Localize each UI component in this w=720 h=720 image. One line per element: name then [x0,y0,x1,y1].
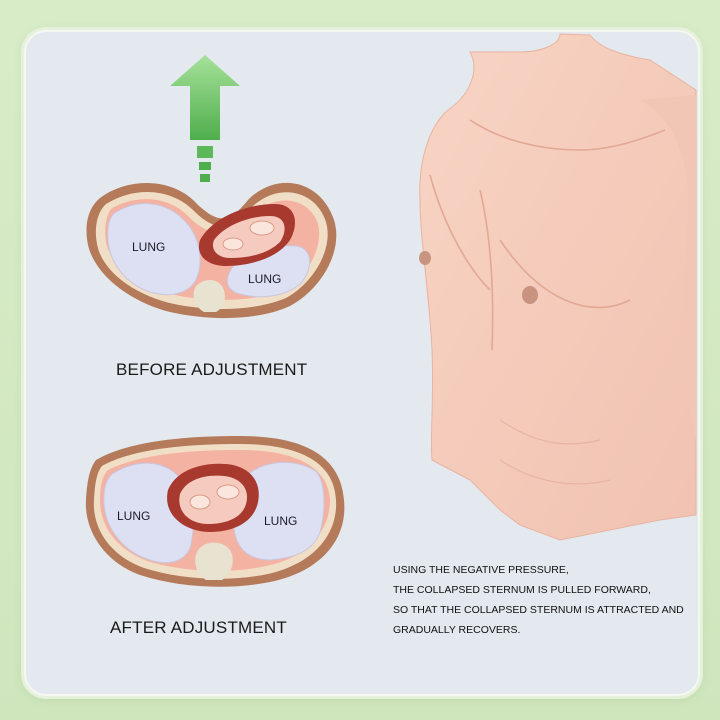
torso-contour-abdomen [499,419,611,485]
before-lung-left [107,203,201,296]
description-line-3: SO THAT THE COLLAPSED STERNUM IS ATTRACT… [393,604,684,616]
after-heart-chamber-2 [216,484,240,500]
torso-contour-sternum [479,189,494,351]
torso-shoulder-right [640,95,696,440]
after-lung-right-label: LUNG [264,514,298,528]
before-lung-right-label: LUNG [248,272,282,286]
before-heart-chamber-2 [249,220,275,236]
after-spine [195,542,233,580]
before-caption: BEFORE ADJUSTMENT [116,360,308,379]
after-lung-left-label: LUNG [117,509,151,523]
after-heart-chamber [189,494,211,510]
before-lung-left-label: LUNG [132,240,166,254]
nipple-right [522,286,538,304]
nipple-left [419,251,431,265]
description-text: USING THE NEGATIVE PRESSURE, THE COLLAPS… [393,560,693,640]
description-line-2: THE COLLAPSED STERNUM IS PULLED FORWARD, [393,584,651,596]
before-heart-chamber [222,237,244,251]
before-spine [193,280,225,312]
torso-contour-collarbone [469,119,666,151]
description-line-4: GRADUALLY RECOVERS. [393,624,521,636]
torso-contour-pec-right [499,239,631,309]
after-caption: AFTER ADJUSTMENT [110,618,287,637]
description-line-1: USING THE NEGATIVE PRESSURE, [393,564,569,576]
torso-body [419,33,697,541]
torso-contour-pec-left [429,174,491,291]
